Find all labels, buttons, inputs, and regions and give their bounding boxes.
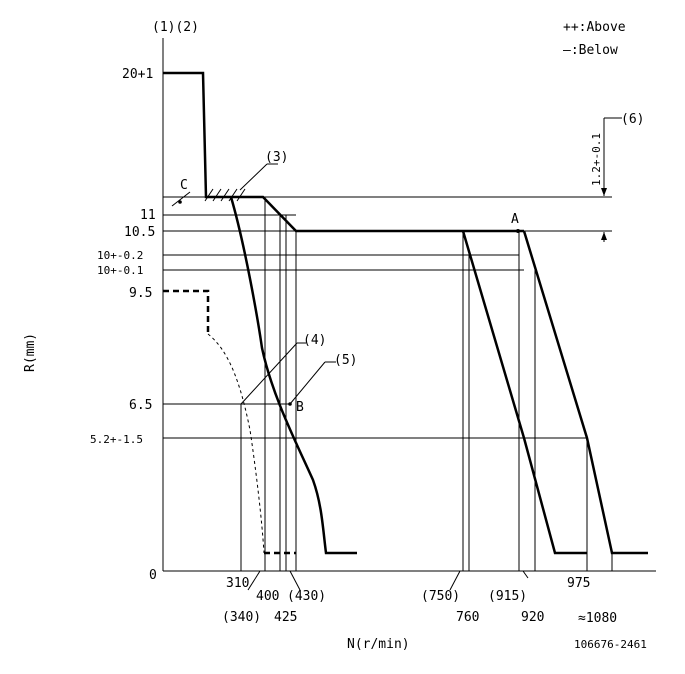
x-tick-975: 975 [567,576,590,591]
point-B: B [296,400,304,415]
x-tick-425: 425 [274,610,297,625]
y-tick-10-b: 10+-0.1 [97,264,143,277]
leader-5 [289,361,326,405]
legend-below: —:Below [563,43,618,58]
point-A-dot [516,229,520,233]
idle-governor-curve [229,196,357,555]
x-tick-340: (340) [222,610,261,625]
x-tick-400: 400 [256,589,279,604]
x-tick-1080: ≈1080 [578,611,617,626]
point-A: A [511,212,519,227]
dim6-arrow-top [601,188,607,196]
leader-3 [239,163,268,191]
governor-curve-low [461,230,587,555]
y-tick-11: 11 [140,208,156,223]
leader-915 [522,570,529,579]
y-tick-6-5: 6.5 [129,398,152,413]
callout-6: (6) [621,112,644,127]
y-tick-10-5: 10.5 [124,225,155,240]
leader-4 [240,342,298,405]
x-tick-915: (915) [488,589,527,604]
x-tick-920: 920 [521,610,544,625]
start-dashed-curve [207,333,265,554]
leader-750 [449,570,461,591]
y-tick-10-a: 10+-0.2 [97,249,143,262]
full-load-curve [163,71,524,233]
leader-340 [247,570,261,591]
y-axis-title: R(mm) [23,333,38,372]
legend-above: ++:Above [563,20,626,35]
x-tick-310: 310 [226,576,249,591]
y-tick-9-5: 9.5 [129,286,152,301]
start-dashed-step [163,289,210,334]
y-tick-0: 0 [149,568,157,583]
point-B-dot [288,402,292,406]
y-tick-20: 20+1 [122,67,153,82]
point-C: C [180,178,188,193]
governor-curve-high [522,230,648,555]
drawing-code: 106676-2461 [574,638,647,651]
x-tick-750: (750) [421,589,460,604]
c-slash [171,191,191,207]
y-tick-5-2: 5.2+-1.5 [90,433,143,446]
dim6-text: 1.2+-0.1 [590,133,603,186]
callout-5: (5) [334,353,357,368]
x-tick-430: (430) [287,589,326,604]
callout-3: (3) [265,150,288,165]
callout-4: (4) [303,333,326,348]
dim6-arrow-bottom [601,232,607,240]
x-axis-title: N(r/min) [347,637,410,652]
x-tick-760: 760 [456,610,479,625]
leader-430 [289,570,301,591]
c-dot [178,200,182,204]
ref-label: (1)(2) [152,20,199,35]
hatch-marks [204,188,246,202]
